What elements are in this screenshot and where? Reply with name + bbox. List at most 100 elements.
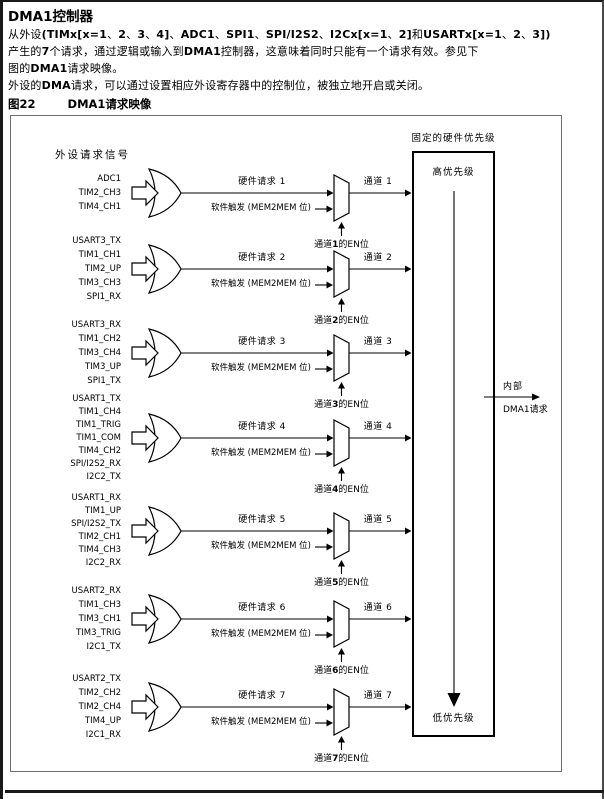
priority-box: 高优先级 低优先级 — [412, 151, 495, 737]
peripheral-name: TIM1_CH1 — [78, 250, 121, 260]
figure-title: DMA1请求映像 — [67, 97, 152, 111]
arrowhead-icon — [405, 349, 412, 357]
channel-label: 通道 5 — [363, 515, 393, 525]
channel-6-row-graphics — [131, 594, 412, 662]
input-arrow-icon — [131, 517, 159, 545]
peripheral-name: TIM4_UP — [84, 716, 121, 726]
peripheral-name: I2C2_RX — [85, 558, 121, 568]
peripheral-name: TIM1_CH4 — [78, 406, 121, 417]
arrowhead-icon — [405, 615, 412, 623]
peripheral-name: USART2_RX — [71, 586, 121, 596]
channel-label: 通道 7 — [363, 691, 393, 701]
diagram-canvas — [131, 168, 540, 750]
channel-enable-bit-label: 通道4的EN位 — [314, 485, 369, 495]
hardware-request-label: 硬件请求 4 — [238, 422, 286, 432]
peripheral-name: USART3_TX — [72, 236, 121, 246]
peripheral-name: TIM3_CH1 — [78, 614, 121, 624]
peripheral-name: TIM4_CH3 — [78, 545, 121, 555]
peripheral-name: TIM2_CH2 — [78, 688, 121, 698]
mux-icon — [333, 334, 350, 382]
dma1-request-label: DMA1请求 — [503, 405, 548, 415]
arrowhead-icon — [327, 615, 334, 623]
channel-enable-bit-label: 通道7的EN位 — [314, 754, 369, 764]
arrowhead-icon — [327, 527, 334, 535]
arrowhead-icon — [338, 467, 345, 474]
input-arrow-icon — [131, 605, 159, 633]
page-title: DMA1控制器 — [8, 9, 93, 25]
input-arrow-icon — [131, 693, 159, 721]
channel-2-row-graphics — [131, 244, 412, 312]
peripheral-name: TIM1_TRIG — [76, 419, 121, 430]
arrowhead-icon — [327, 189, 334, 197]
mux-icon — [333, 419, 350, 467]
internal-label: 内部 — [503, 382, 524, 392]
paragraph-line: 从外设(TIMx[x=1、2、3、4]、ADC1、SPI1、SPI/I2S2、I… — [8, 28, 551, 41]
channel-label: 通道 2 — [363, 253, 393, 263]
channel-enable-bit-label: 通道3的EN位 — [314, 400, 369, 410]
arrowhead-icon — [405, 265, 412, 273]
paragraph-line: 外设的DMA请求，可以通过设置相应外设寄存器中的控制位，被独立地开启或关闭。 — [8, 79, 430, 92]
input-arrow-icon — [131, 424, 159, 452]
channel-label: 通道 3 — [363, 337, 393, 347]
arrowhead-icon — [338, 382, 345, 389]
software-trigger-label: 软件触发 (MEM2MEM 位) — [210, 203, 311, 213]
peripheral-name: I2C1_TX — [86, 642, 121, 652]
channel-label: 通道 6 — [363, 603, 393, 613]
priority-arrow-icon — [447, 693, 461, 707]
mux-icon — [333, 688, 350, 736]
arrowhead-icon — [405, 189, 412, 197]
output-arrowhead-icon — [532, 393, 540, 401]
channel-1-row-graphics — [131, 168, 412, 236]
input-arrow-icon — [131, 339, 159, 367]
arrowhead-icon — [327, 703, 334, 711]
channel-label: 通道 4 — [363, 422, 393, 432]
peripheral-name: TIM2_CH4 — [78, 702, 121, 712]
arrowhead-icon — [405, 527, 412, 535]
peripheral-name: TIM1_CH3 — [78, 600, 121, 610]
arrowhead-icon — [338, 222, 345, 229]
peripheral-name: TIM4_CH1 — [78, 202, 121, 212]
mux-icon — [333, 174, 350, 222]
software-trigger-label: 软件触发 (MEM2MEM 位) — [210, 448, 311, 458]
channel-7-row-graphics — [131, 682, 412, 750]
arrowhead-icon — [338, 648, 345, 655]
channel-enable-bit-label: 通道5的EN位 — [314, 578, 369, 588]
peripheral-name: TIM2_CH1 — [78, 532, 121, 542]
peripheral-name: SPI/I2S2_TX — [71, 519, 121, 529]
fixed-hardware-priority-label: 固定的硬件优先级 — [411, 133, 496, 144]
arrowhead-icon — [327, 265, 334, 273]
channel-4-row-graphics — [131, 413, 412, 481]
peripheral-name: ADC1 — [97, 174, 121, 184]
arrowhead-icon — [338, 298, 345, 305]
paragraph-line: 图的DMA1请求映像。 — [8, 62, 124, 75]
hardware-request-label: 硬件请求 3 — [238, 337, 286, 347]
peripheral-name: I2C2_TX — [86, 471, 121, 482]
arrowhead-icon — [338, 736, 345, 743]
arrowhead-icon — [326, 205, 333, 213]
peripheral-name: USART2_TX — [72, 674, 121, 684]
peripheral-name: TIM1_CH2 — [78, 334, 121, 344]
hardware-request-label: 硬件请求 7 — [238, 691, 286, 701]
peripheral-name: TIM4_CH2 — [78, 445, 121, 456]
hardware-request-label: 硬件请求 5 — [238, 515, 286, 525]
hardware-request-label: 硬件请求 1 — [238, 177, 286, 187]
software-trigger-label: 软件触发 (MEM2MEM 位) — [210, 629, 311, 639]
peripheral-name: TIM3_UP — [84, 362, 121, 372]
arrowhead-icon — [326, 281, 333, 289]
peripheral-name: TIM1_COM — [76, 432, 121, 443]
hardware-request-label: 硬件请求 2 — [238, 253, 286, 263]
paragraph-line: 产生的7个请求，通过逻辑或输入到DMA1控制器，这意味着同时只能有一个请求有效。… — [8, 45, 479, 58]
dma1-request-mapping-figure: 外设请求信号 固定的硬件优先级 高优先级 低优先级 内部 DMA1请求 ADC1… — [10, 115, 562, 772]
figure-number: 图22 — [8, 97, 36, 111]
peripheral-name: USART1_RX — [71, 493, 121, 503]
peripheral-name: USART3_RX — [71, 320, 121, 330]
channel-label: 通道 1 — [363, 177, 393, 187]
arrowhead-icon — [326, 719, 333, 727]
peripheral-name: TIM3_CH4 — [78, 348, 121, 358]
software-trigger-label: 软件触发 (MEM2MEM 位) — [210, 279, 311, 289]
peripheral-name: USART1_TX — [72, 393, 121, 404]
peripheral-name: TIM3_TRIG — [76, 628, 121, 638]
mux-icon — [333, 250, 350, 298]
